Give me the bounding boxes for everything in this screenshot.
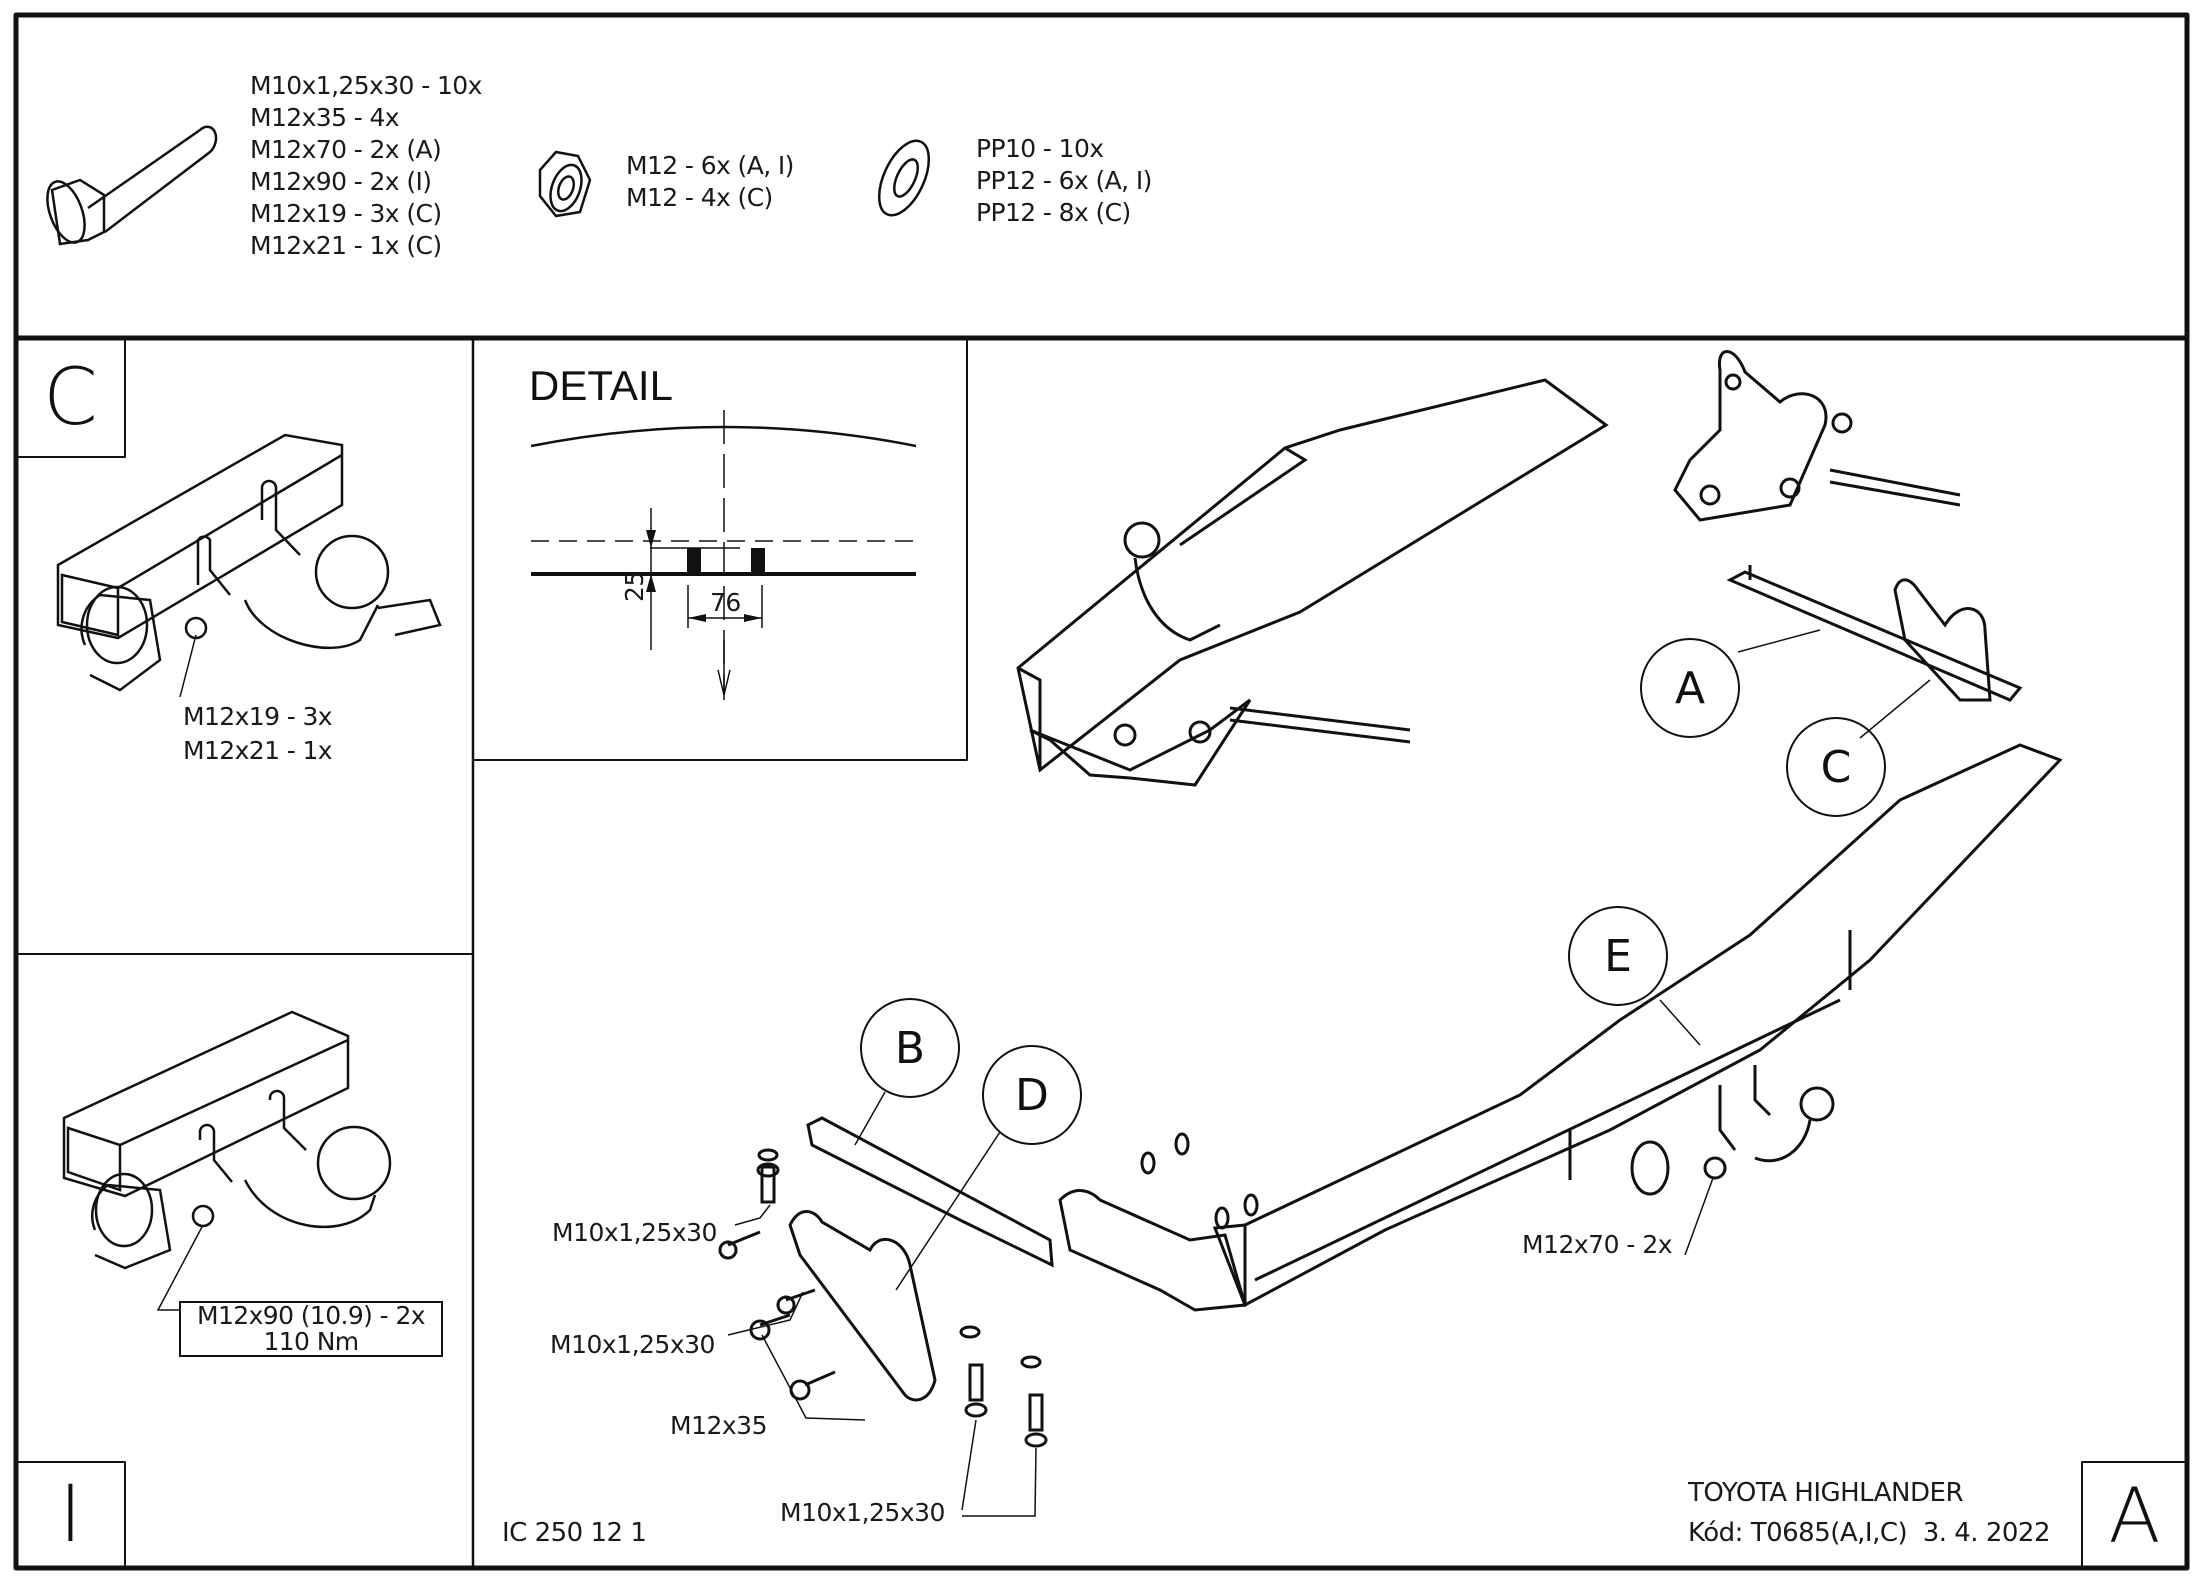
variant-letter: A	[2108, 1470, 2161, 1560]
panel-i-callout-box	[179, 1301, 443, 1357]
detail-dim-horizontal: 76	[710, 588, 741, 617]
callout-m12x35: M12x35	[670, 1411, 768, 1440]
panel-c-letter-box	[15, 337, 126, 458]
panel-c-towbar-drawing	[56, 433, 442, 692]
detail-dim-vertical: 25	[620, 571, 649, 602]
panel-c-letter: C	[43, 352, 98, 443]
main-assembly-drawing	[718, 350, 2063, 1448]
panel-c-callout: M12x19 - 3x M12x21 - 1x	[183, 700, 333, 768]
nut-icon	[538, 150, 592, 218]
main-leader-lines	[727, 629, 1931, 1517]
panel-i-callout-line: M12x90 (10.9) - 2x	[197, 1301, 426, 1330]
nut-list-item: M12 - 4x (C)	[626, 183, 773, 212]
panel-i-letter: I	[58, 1470, 82, 1560]
panel-i-towbar-drawing	[62, 1010, 392, 1270]
bolt-list-item: M10x1,25x30 - 10x	[250, 71, 482, 100]
detail-title: DETAIL	[529, 362, 673, 409]
drawing-number: IC 250 12 1	[502, 1518, 647, 1548]
panel-c-callout-line: M12x21 - 1x	[183, 736, 333, 765]
detail-pin-left	[687, 548, 701, 574]
panel-i-letter-box	[15, 1461, 126, 1569]
bolt-list-item: M12x19 - 3x (C)	[250, 199, 442, 228]
panel-i-callout: M12x90 (10.9) - 2x 110 Nm	[180, 1303, 442, 1355]
nut-list-item: M12 - 6x (A, I)	[626, 151, 794, 180]
balloon-e: E	[1568, 906, 1668, 1006]
balloon-b: B	[860, 998, 960, 1098]
washer-list-item: PP10 - 10x	[976, 134, 1104, 163]
callout-m10-bottom: M10x1,25x30	[780, 1498, 945, 1527]
callout-m10-mid: M10x1,25x30	[550, 1330, 715, 1359]
panel-i-callout-line: 110 Nm	[263, 1327, 359, 1356]
product-code: Kód: T0685(A,I,C) 3. 4. 2022	[1688, 1518, 2051, 1548]
variant-letter-box	[2081, 1461, 2188, 1569]
callout-m10-top: M10x1,25x30	[552, 1218, 717, 1247]
washer-list-item: PP12 - 8x (C)	[976, 198, 1131, 227]
balloon-a: A	[1640, 638, 1740, 738]
washer-list: PP10 - 10x PP12 - 6x (A, I) PP12 - 8x (C…	[976, 133, 1152, 229]
nut-list: M12 - 6x (A, I) M12 - 4x (C)	[626, 150, 794, 214]
detail-pin-right	[751, 548, 765, 574]
washer-icon	[877, 139, 931, 217]
bolt-list: M10x1,25x30 - 10x M12x35 - 4x M12x70 - 2…	[250, 70, 482, 262]
detail-drawing	[530, 410, 917, 700]
detail-panel-border	[472, 337, 968, 761]
bolt-list-item: M12x70 - 2x (A)	[250, 135, 442, 164]
bolt-list-item: M12x90 - 2x (I)	[250, 167, 432, 196]
bolt-list-item: M12x21 - 1x (C)	[250, 231, 442, 260]
panel-i-leader	[156, 1224, 204, 1311]
callout-m12x70: M12x70 - 2x	[1522, 1230, 1673, 1259]
washer-list-item: PP12 - 6x (A, I)	[976, 166, 1152, 195]
sheet-border	[13, 12, 2190, 1571]
bolt-list-item: M12x35 - 4x	[250, 103, 400, 132]
balloon-c: C	[1786, 717, 1886, 817]
vehicle-name: TOYOTA HIGHLANDER	[1688, 1478, 1964, 1508]
balloon-d: D	[982, 1045, 1082, 1145]
panel-c-callout-line: M12x19 - 3x	[183, 702, 333, 731]
panel-c-leader	[179, 634, 197, 698]
bolt-icon	[46, 125, 218, 246]
